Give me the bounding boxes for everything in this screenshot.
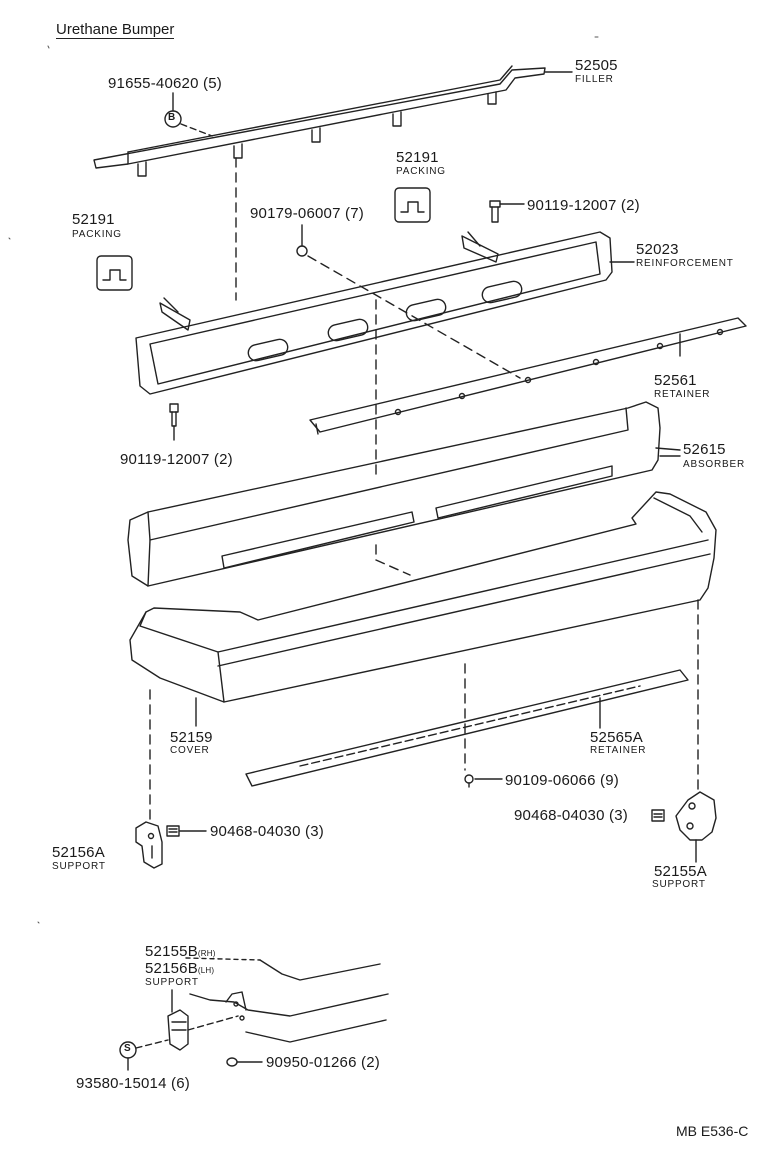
part-name-cover: COVER: [170, 745, 210, 756]
fastener-90468-left-number: 90468-04030: [210, 823, 301, 840]
fastener-number-90119-lower: 90119-12007 (2): [120, 452, 233, 467]
part-number-52159: 52159: [170, 729, 213, 746]
fastener-number-90109: 90109-06066 (9): [505, 773, 619, 788]
part-name-support-right: SUPPORT: [652, 879, 706, 890]
filler-strip: [93, 65, 546, 177]
fastener-91655-qty: (5): [203, 75, 222, 92]
fastener-number-90468-right: 90468-04030 (3): [514, 808, 628, 823]
screw-s-symbol: [119, 1041, 137, 1071]
part-52156b-number: 52156B: [145, 960, 198, 977]
bumper-cover: [129, 491, 717, 727]
fastener-90950-qty: (2): [361, 1054, 380, 1071]
fastener-93580-qty: (6): [171, 1075, 190, 1092]
part-number-52156a: 52156A: [52, 844, 105, 861]
part-name-absorber: ABSORBER: [683, 459, 745, 470]
fastener-90109-qty: (9): [600, 772, 619, 789]
scan-specks: [8, 36, 599, 924]
fastener-90179-number: 90179-06007: [250, 205, 341, 222]
clip-nut-left-shape: [166, 825, 207, 837]
fastener-90468-right-qty: (3): [609, 807, 628, 824]
packing-left-shape: [96, 255, 133, 291]
fastener-90179-qty: (7): [345, 205, 364, 222]
reinforcement-beam: [135, 231, 613, 395]
part-52155b-side: (RH): [197, 949, 216, 958]
part-number-52561: 52561: [654, 372, 697, 389]
part-number-52023: 52023: [636, 241, 679, 258]
part-name-retainer-upper: RETAINER: [654, 389, 711, 400]
part-name-filler: FILLER: [575, 74, 614, 85]
detail-inset: [135, 957, 389, 1051]
nut-shape: [296, 224, 521, 379]
fastener-90119-lower-qty: (2): [213, 451, 233, 468]
clip-shape: [226, 1057, 263, 1067]
packing-upper-shape: [394, 187, 431, 223]
support-right-shape: [675, 791, 717, 863]
fastener-90109-number: 90109-06066: [505, 772, 596, 789]
fastener-91655-number: 91655-40620: [108, 75, 199, 92]
part-number-52155a: 52155A: [654, 863, 707, 880]
fastener-number-90468-left: 90468-04030 (3): [210, 824, 324, 839]
part-number-52615: 52615: [683, 441, 726, 458]
fastener-90119-lower-number: 90119-12007: [120, 451, 210, 468]
fastener-90468-left-qty: (3): [305, 823, 324, 840]
fastener-number-90119-upper: 90119-12007 (2): [527, 198, 640, 213]
fastener-90950-number: 90950-01266: [266, 1054, 357, 1071]
bolt-lower-shape: [169, 403, 179, 441]
part-name-reinforcement: REINFORCEMENT: [636, 258, 734, 269]
clip-b-symbol: [164, 92, 213, 137]
bolt-upper-shape: [489, 200, 525, 223]
fastener-90119-upper-qty: (2): [620, 197, 640, 214]
part-name-retainer-lower: RETAINER: [590, 745, 647, 756]
fastener-90119-upper-number: 90119-12007: [527, 197, 617, 214]
fastener-number-93580: 93580-15014 (6): [76, 1076, 190, 1091]
fastener-93580-number: 93580-15014: [76, 1075, 167, 1092]
part-name-support-detail: SUPPORT: [145, 977, 199, 988]
marker-s-label: S: [124, 1043, 131, 1054]
part-number-52156b: 52156B(LH): [145, 961, 214, 976]
part-name-packing-left: PACKING: [72, 229, 122, 240]
retainer-lower-strip: [245, 669, 689, 787]
part-52156b-side: (LH): [197, 966, 215, 975]
retainer-upper-strip: [309, 317, 747, 435]
fastener-90468-right-number: 90468-04030: [514, 807, 605, 824]
part-52155b-number: 52155B: [145, 943, 198, 960]
support-left-shape: [135, 821, 163, 869]
marker-b-label: B: [168, 112, 176, 123]
part-name-support-left: SUPPORT: [52, 861, 106, 872]
diagram-code: MB E536-C: [676, 1123, 749, 1139]
clip-nut-right-shape: [651, 809, 665, 822]
part-name-packing-upper: PACKING: [396, 166, 446, 177]
fastener-number-91655: 91655-40620 (5): [108, 76, 222, 91]
part-number-52565a: 52565A: [590, 729, 643, 746]
diagram-title: Urethane Bumper: [56, 21, 175, 39]
fastener-number-90179: 90179-06007 (7): [250, 206, 364, 221]
part-number-52505: 52505: [575, 57, 618, 74]
assembly-leaders: [149, 157, 699, 821]
fastener-number-90950: 90950-01266 (2): [266, 1055, 380, 1070]
label-leaders: [544, 71, 681, 457]
part-number-52191-left: 52191: [72, 211, 115, 228]
screw-shape: [464, 774, 503, 788]
part-number-52191-upper: 52191: [396, 149, 439, 166]
part-number-52155b: 52155B(RH): [145, 944, 216, 959]
absorber: [127, 401, 681, 587]
